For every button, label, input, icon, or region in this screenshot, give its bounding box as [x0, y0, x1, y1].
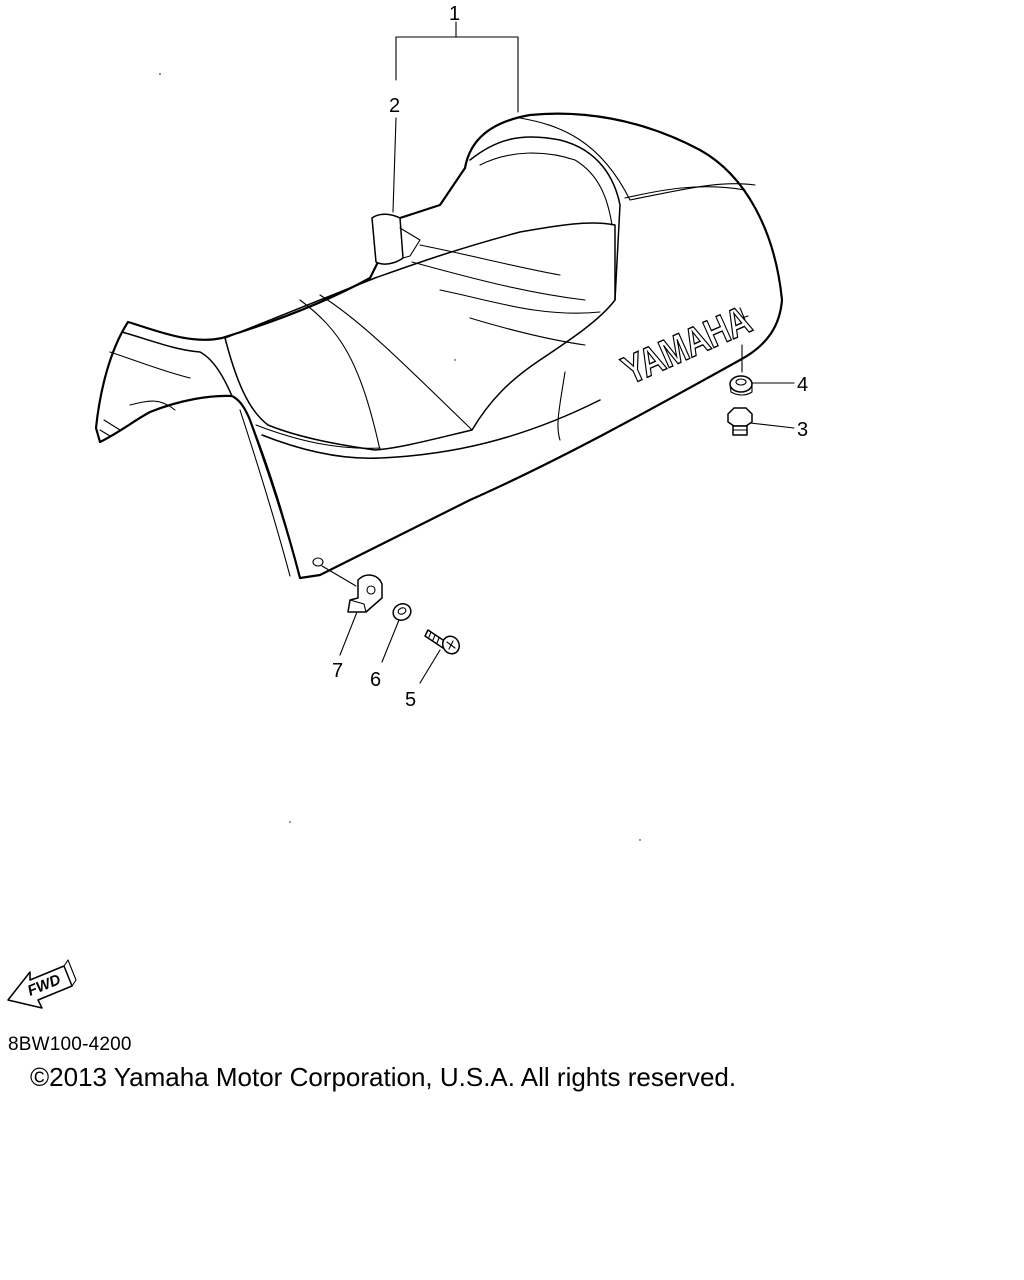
- washer-part-6: [392, 603, 412, 621]
- side-lower-edge-2: [255, 424, 381, 449]
- scan-speck: [454, 359, 456, 361]
- seat-outline: [94, 112, 784, 580]
- callouts: 1 2 3 4 5 6 7: [332, 3, 808, 711]
- cushion-pleat-4: [469, 317, 586, 346]
- seat-strap-part: [371, 213, 421, 265]
- cushion-pleat-3: [439, 289, 601, 314]
- cushion-pleat-2: [411, 261, 586, 301]
- fwd-arrow-icon: FWD: [7, 959, 77, 1009]
- callout-6: 6: [370, 669, 381, 691]
- cushion-edge-curve: [557, 371, 566, 441]
- scan-speck: [289, 821, 291, 823]
- front-flare-fold: [109, 351, 191, 411]
- front-flare-inner: [121, 331, 233, 397]
- front-cut-edge: [249, 419, 301, 579]
- diagram-code: 8BW100-4200: [8, 1034, 132, 1055]
- copyright-notice: ©2013 Yamaha Motor Corporation, U.S.A. A…: [30, 1062, 737, 1092]
- callout-7: 7: [332, 660, 343, 682]
- backrest-inner: [479, 152, 613, 226]
- backrest-top-seam: [519, 117, 756, 201]
- callout-2: 2: [389, 95, 400, 117]
- cushion-seam-1: [299, 299, 381, 451]
- front-flare-crease: [99, 419, 121, 437]
- rear-notch: [739, 307, 749, 321]
- grommet-part-4: [729, 375, 753, 396]
- callout-3: 3: [797, 419, 808, 441]
- rear-top-curve: [624, 186, 746, 199]
- callout-4: 4: [797, 374, 808, 396]
- cushion-pleat-1: [419, 244, 561, 276]
- side-lower-edge: [261, 399, 601, 460]
- scan-speck: [639, 839, 641, 841]
- callout-5: 5: [405, 689, 416, 711]
- nut-part-3: [727, 407, 753, 436]
- scan-speck: [159, 73, 161, 75]
- screw-part-5: [424, 629, 461, 655]
- bracket-part-7: [347, 574, 383, 613]
- callout-1: 1: [449, 3, 460, 25]
- cushion-top: [224, 222, 616, 451]
- front-cut-edge-2: [239, 409, 291, 577]
- backrest-panel: [469, 136, 621, 301]
- seat-assembly: YAMAHA: [94, 112, 784, 580]
- leader-lines: [321, 21, 795, 684]
- cushion-seam-2: [319, 294, 473, 431]
- mounting-hole: [312, 557, 324, 567]
